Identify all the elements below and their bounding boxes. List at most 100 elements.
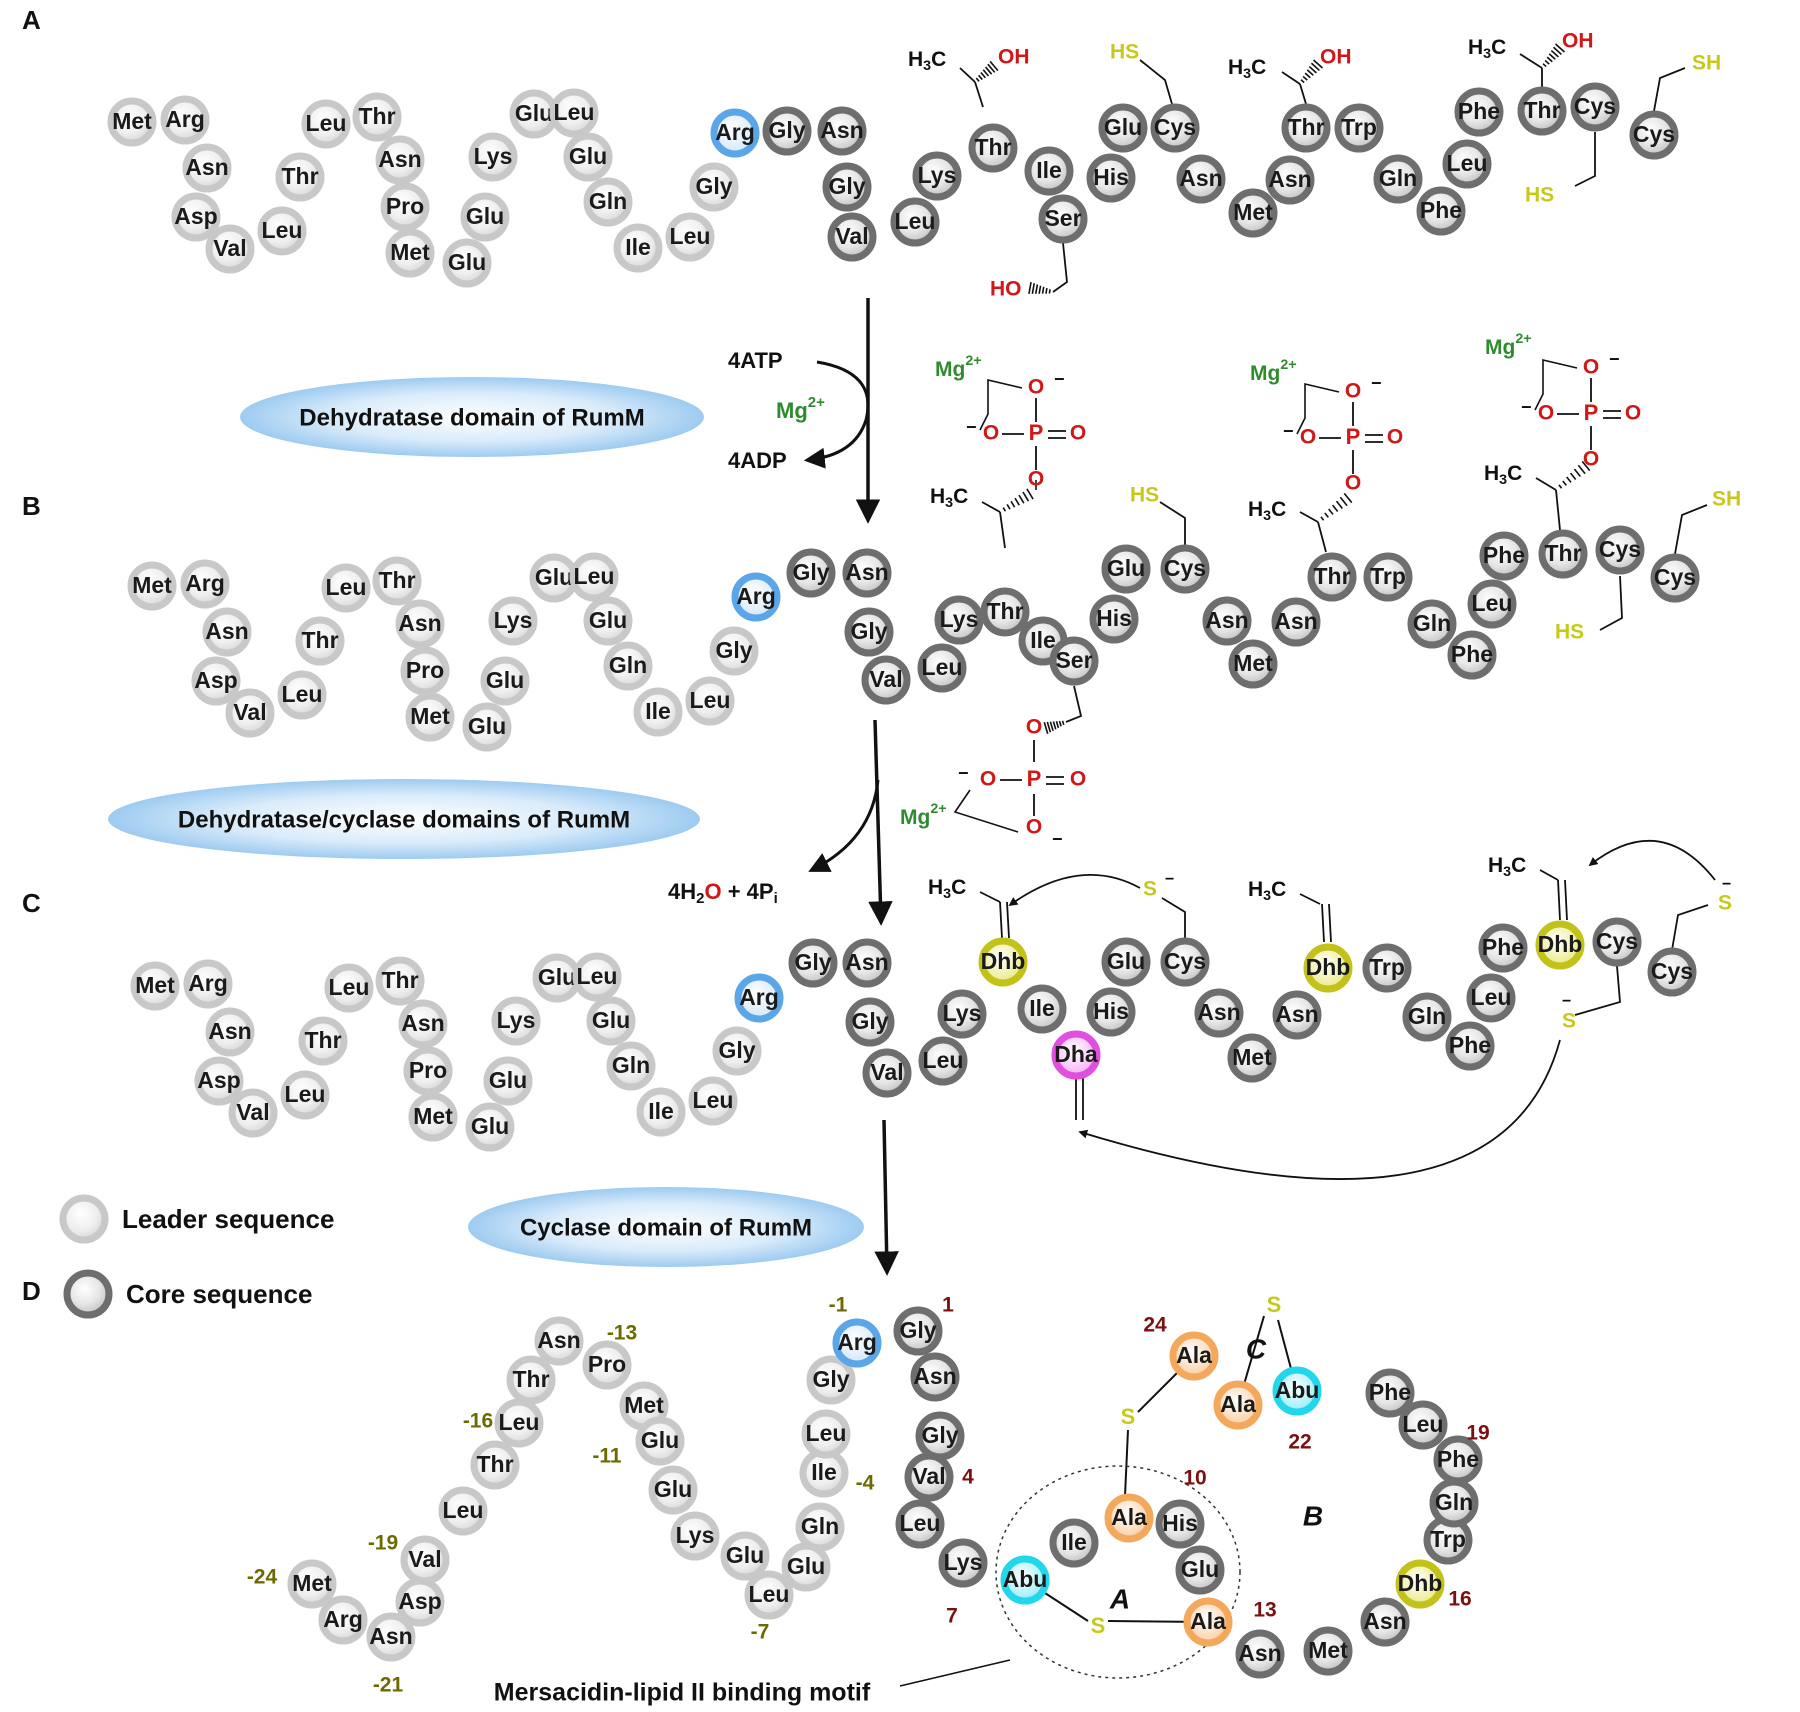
residue-label: Met (413, 1103, 453, 1129)
residue-bead (842, 548, 892, 598)
residue-label: Thr (512, 1366, 549, 1392)
residue-bead (470, 1440, 520, 1490)
residue-bead (822, 162, 872, 212)
c-core-residue-asn: Asn (842, 938, 892, 988)
residue-label: Met (112, 108, 152, 134)
residue-label: Abu (1275, 1377, 1320, 1403)
residue-bead (277, 670, 327, 720)
ser-op-wedge (1061, 720, 1065, 726)
thr-methyl-3: H3C (1468, 36, 1506, 62)
residue-label: Val (869, 666, 902, 692)
dhb-methyl-1: H3C (928, 876, 966, 902)
residue-label: Glu (471, 1113, 509, 1139)
c-leader-residue-met: Met (408, 1092, 458, 1142)
b-core-residue-asn: Asn (1202, 596, 1252, 646)
c-leader-residue-pro: Pro (403, 1046, 453, 1096)
d-leader-residue-met: Met (619, 1381, 669, 1431)
residue-bead (583, 596, 633, 646)
b-core-residue-gly: Gly (786, 548, 836, 598)
d-leader-residue-pro: Pro (582, 1340, 632, 1390)
bond-line (1299, 511, 1319, 523)
d-core-residue-met: Met (1303, 1626, 1353, 1676)
residue-label: Gly (828, 173, 865, 199)
residue-bead (295, 616, 345, 666)
residue-bead (788, 938, 838, 988)
residue-label: Met (410, 703, 450, 729)
c-core-residue-trp: Trp (1362, 943, 1412, 993)
residue-bead (685, 676, 735, 726)
thr-oh-wedge-1 (978, 74, 983, 81)
a-leader-residue-leu: Leu (301, 99, 351, 149)
d-core-residue-leu: Leu (895, 1499, 945, 1549)
b-core-residue-his: His (1089, 594, 1139, 644)
residue-bead (731, 572, 781, 622)
residue-bead (1194, 988, 1244, 1038)
bond-line (1555, 489, 1561, 531)
residue-label: Val (233, 699, 266, 725)
residue-bead (1038, 194, 1088, 244)
attack-arrow-1 (1008, 873, 1141, 907)
residue-label: Lys (943, 1000, 982, 1026)
phosphate-2-charge-top: − (1371, 373, 1382, 393)
ser-op-wedge (1046, 721, 1052, 733)
a-leader-residue-thr: Thr (352, 92, 402, 142)
phosphate-3-charge-top: − (1609, 349, 1620, 369)
residue-bead (1281, 103, 1331, 153)
phosphate-1-charge-left: − (966, 417, 977, 437)
a-leader-residue-met: Met (385, 228, 435, 278)
residue-bead (709, 626, 759, 676)
residue-bead (460, 192, 510, 242)
d-core-residue-asn: Asn (1235, 1629, 1285, 1679)
position-number-leader: -19 (368, 1532, 398, 1555)
residue-label: Glu (569, 143, 607, 169)
residue-bead (534, 1316, 584, 1366)
residue-label: Asn (1238, 1640, 1281, 1666)
d-leader-residue-asn: Asn (366, 1612, 416, 1662)
residue-bead (1362, 943, 1412, 993)
residue-bead (1169, 1331, 1219, 1381)
bond-line (999, 901, 1003, 939)
b-leader-residue-leu: Leu (277, 670, 327, 720)
residue-bead (403, 1046, 453, 1096)
residue-bead (1538, 529, 1588, 579)
residue-label: Thr (381, 967, 418, 993)
b-core-residue-thr: Thr (980, 587, 1030, 637)
residue-bead (912, 151, 962, 201)
dhb-methyl-2: H3C (1248, 878, 1286, 904)
residue-bead (1086, 987, 1136, 1037)
residue-label: Leu (262, 217, 303, 243)
residue-label: Dhb (981, 948, 1026, 974)
bond-line (1674, 504, 1708, 555)
residue-label: Thr (281, 163, 318, 189)
c-core-residue-dhb: Dhb (1303, 943, 1353, 993)
thr-oh-wedge-1 (982, 69, 990, 77)
residue-label: Leu (443, 1497, 484, 1523)
d-core-residue-ala: Ala (1183, 1597, 1233, 1647)
residue-bead (1235, 1629, 1285, 1679)
b-leader-residue-glu: Glu (462, 702, 512, 752)
bond-line (974, 81, 984, 108)
residue-label: Arg (837, 1329, 877, 1355)
thr-oh-wedge-2 (1313, 59, 1323, 69)
residue-bead (665, 212, 715, 262)
arrow-water-pi (808, 779, 880, 872)
thr-op-wedge-b2 (1343, 492, 1353, 504)
residue-label: Ile (811, 1459, 837, 1485)
a-core-residue-ser: Ser (1038, 194, 1088, 244)
a-leader-residue-val: Val (205, 224, 255, 274)
label-4adp: 4ADP (728, 448, 787, 473)
d-core-residue-asn: Asn (910, 1352, 960, 1402)
bond-line (953, 789, 1019, 833)
ser-op-wedge (1049, 721, 1054, 732)
c-core-residue-leu: Leu (1466, 973, 1516, 1023)
residue-label: Ala (1190, 1608, 1226, 1634)
residue-bead (934, 595, 984, 645)
residue-label: Glu (468, 713, 506, 739)
residue-bead (1402, 992, 1452, 1042)
phosphate-ser-charge-bottom: − (1052, 829, 1063, 849)
residue-label: Phe (1369, 1379, 1411, 1405)
phosphate-2-o-top: O (1345, 380, 1361, 403)
residue-bead (861, 655, 911, 705)
d-core-residue-abu: Abu (1272, 1366, 1322, 1416)
